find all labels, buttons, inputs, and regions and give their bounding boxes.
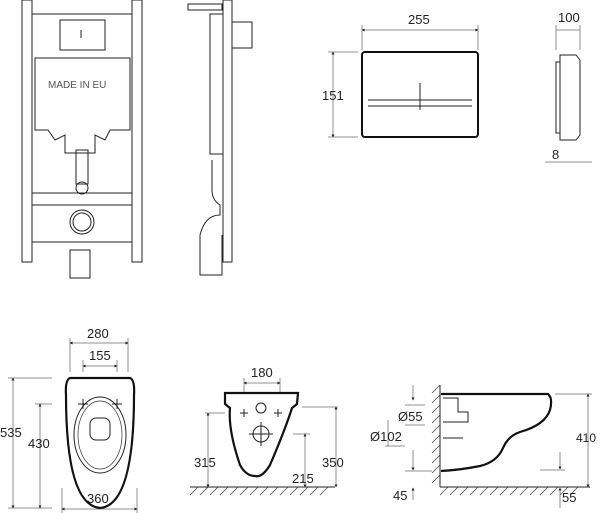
- fixing-height-dimension: 315: [194, 455, 216, 470]
- plate-height-dimension: 151: [322, 88, 344, 103]
- inlet-diameter-dimension: Ø55: [398, 409, 423, 424]
- front-fixing-spacing-dimension: 180: [251, 365, 273, 380]
- bowl-side-view: Ø55 Ø102 45 410 55: [370, 384, 596, 508]
- rim-offset-dimension: 55: [562, 490, 576, 505]
- base-offset-dimension: 45: [393, 488, 407, 503]
- length-dimension: 535: [0, 425, 22, 440]
- fixing-spacing-dimension: 155: [89, 348, 111, 363]
- outlet-height-dimension: 215: [292, 471, 314, 486]
- bowl-top-view: 280 155 535 430 360: [0, 326, 138, 513]
- fixing-length-dimension: 430: [28, 436, 50, 451]
- made-in-eu-label: MADE IN EU: [48, 80, 106, 91]
- side-height-dimension: 410: [576, 431, 596, 445]
- bottom-width-dimension: 360: [87, 491, 109, 506]
- flush-plate-side-view: 100 8: [545, 10, 592, 163]
- installation-frame-side-view: [187, 0, 253, 276]
- flush-plate-front-view: 255 151: [322, 12, 479, 138]
- plate-width-dimension: 255: [408, 12, 430, 27]
- plate-depth-dimension: 100: [558, 10, 580, 25]
- plate-thickness-dimension: 8: [552, 147, 559, 162]
- top-width-dimension: 280: [87, 326, 109, 341]
- bowl-front-view: 180 315 350 215: [189, 365, 344, 496]
- outlet-diameter-dimension: Ø102: [370, 429, 402, 444]
- total-height-dimension: 350: [322, 455, 344, 470]
- installation-frame-front-view: MADE IN EU: [21, 0, 143, 279]
